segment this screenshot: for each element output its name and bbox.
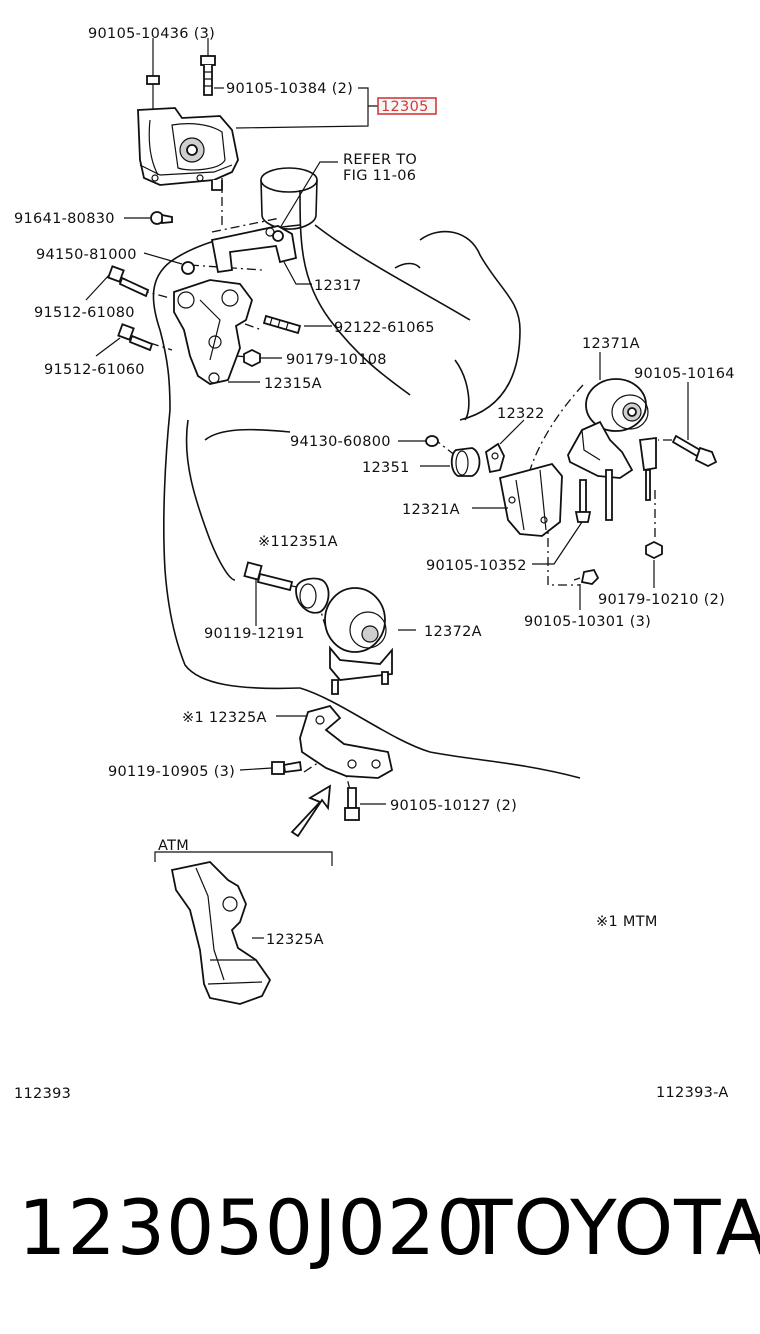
washer-94130-60800 (425, 435, 439, 447)
label-12305: 12305 (381, 99, 429, 115)
bolt-90119-10905 (271, 760, 303, 775)
bolt-90105-10384 (200, 55, 216, 96)
part-number: 123050J020 (18, 1183, 486, 1272)
nut-94150-81000 (181, 261, 195, 275)
nut-90179-10108 (243, 348, 261, 368)
atm-bracket-line (154, 851, 333, 866)
bushing-112351A (295, 577, 330, 614)
label-12351: 12351 (362, 460, 410, 476)
label-91641-80830: 91641-80830 (14, 211, 115, 227)
bolt-90105-10164 (671, 434, 718, 468)
leader-lines (85, 38, 689, 939)
bracket-12315A (173, 279, 253, 385)
label-112351A: ※112351A (258, 534, 338, 550)
part-labels: 90105-10436 (3) 90105-10384 (2) 12305 RE… (14, 26, 735, 1102)
nut-90179-10210 (645, 540, 663, 560)
label-94130-60800: 94130-60800 (290, 434, 391, 450)
label-atm: ATM (158, 838, 189, 854)
engine-mount-12372A (324, 587, 393, 695)
brand-name: TOYOTA (466, 1183, 760, 1272)
bolt-90105-10127 (344, 787, 360, 821)
nut-91641-80830 (150, 211, 173, 225)
label-12315A: 12315A (264, 376, 322, 392)
label-12321A: 12321A (402, 502, 460, 518)
label-90105-10436: 90105-10436 (3) (88, 26, 215, 42)
bolt-91512-61080 (107, 265, 150, 298)
bushing-12351 (450, 447, 481, 477)
label-91512-61080: 91512-61080 (34, 305, 135, 321)
figure-id-right: 112393-A (656, 1085, 729, 1101)
label-90119-12191: 90119-12191 (204, 626, 305, 642)
highlight-box (377, 97, 437, 115)
label-mtm: ※1 MTM (596, 914, 658, 930)
label-90119-10905: 90119-10905 (3) (108, 764, 235, 780)
bracket-12322 (484, 442, 505, 474)
label-12372A: 12372A (424, 624, 482, 640)
label-12317: 12317 (314, 278, 362, 294)
label-94150-81000: 94150-81000 (36, 247, 137, 263)
bracket-12321A (498, 462, 563, 537)
label-112325A: ※1 12325A (182, 710, 267, 726)
label-refer-line2: FIG 11-06 (343, 168, 416, 184)
label-refer-line1: REFER TO (343, 152, 417, 168)
label-12322: 12322 (497, 406, 545, 422)
engine-mount-12305 (137, 107, 239, 191)
bolt-90105-10301 (573, 568, 600, 585)
label-90105-10164: 90105-10164 (634, 366, 735, 382)
label-12371A: 12371A (582, 336, 640, 352)
label-90179-10108: 90179-10108 (286, 352, 387, 368)
label-90105-10301: 90105-10301 (3) (524, 614, 651, 630)
label-92122-61065: 92122-61065 (334, 320, 435, 336)
label-90105-10352: 90105-10352 (426, 558, 527, 574)
bracket-12317 (210, 225, 298, 274)
engine-mount-12371A (567, 378, 657, 501)
stud-92122-61065 (262, 314, 302, 335)
label-90179-10210: 90179-10210 (2) (598, 592, 725, 608)
label-90105-10384: 90105-10384 (2) (226, 81, 353, 97)
label-91512-61060: 91512-61060 (44, 362, 145, 378)
stud-90105-10352 (574, 469, 613, 523)
figure-id-left: 112393 (14, 1086, 71, 1102)
mount-12325A-atm (170, 861, 272, 1005)
bolt-90119-12191 (243, 561, 294, 592)
arrow-icon (290, 784, 332, 838)
bolt-91512-61060 (117, 323, 154, 352)
mount-12325A-mtm (299, 704, 394, 779)
bolt-90105-10436 (146, 75, 160, 110)
label-90105-10127: 90105-10127 (2) (390, 798, 517, 814)
label-12325A-atm: 12325A (266, 932, 324, 948)
